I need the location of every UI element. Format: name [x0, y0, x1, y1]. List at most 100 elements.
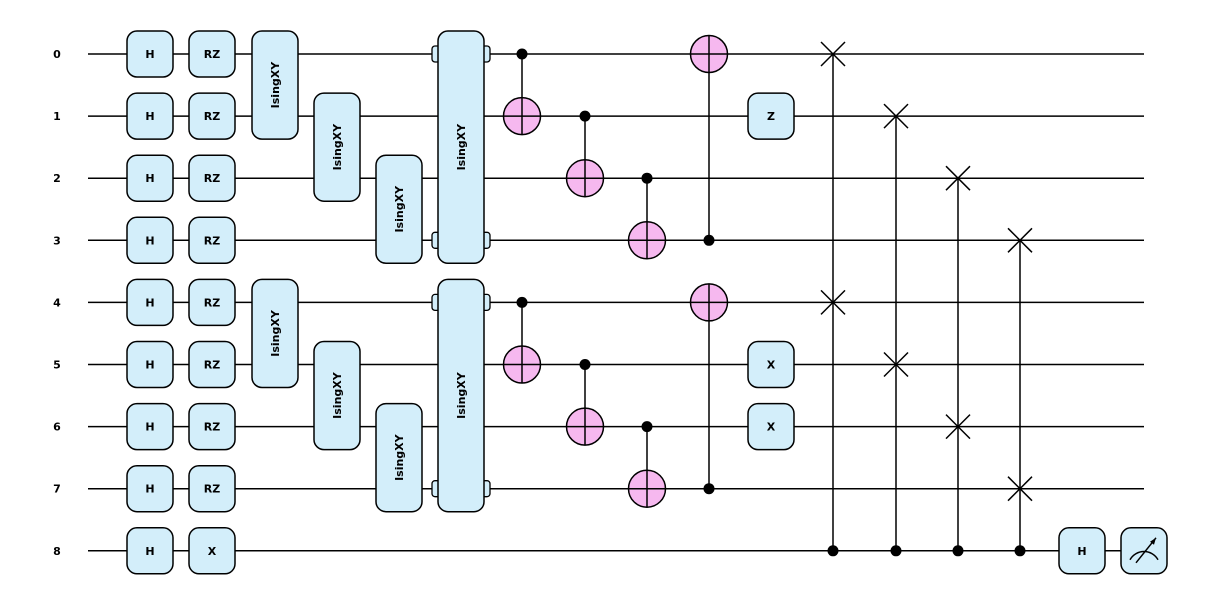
gate-label: RZ: [204, 483, 220, 496]
gate-label: H: [1077, 545, 1086, 558]
gate-label: IsingXY: [269, 309, 282, 357]
gate-label: H: [145, 483, 154, 496]
gate-isingxy-op: IsingXY: [375, 154, 423, 265]
wire-label-3: 3: [53, 234, 61, 247]
wire-label-8: 8: [53, 545, 61, 558]
gate-rz-op: RZ: [188, 154, 236, 202]
gate-box: [188, 92, 236, 140]
measure-op: [1120, 527, 1168, 575]
wire-label-1: 1: [53, 110, 61, 123]
gate-box: [188, 340, 236, 389]
gate-box: [747, 92, 795, 140]
gate-box: [126, 527, 174, 575]
gate-rz-op: RZ: [188, 216, 236, 265]
gate-label: H: [145, 545, 154, 558]
gate-h-op: H: [126, 527, 174, 575]
gate-box: [251, 30, 299, 140]
cnot-op: [689, 34, 729, 246]
control-dot: [827, 545, 839, 557]
control-dot: [516, 48, 528, 60]
gate-isingxy-op: IsingXY: [375, 402, 423, 513]
control-dot: [703, 234, 715, 246]
gate-box: [251, 278, 299, 389]
cnot-op: [565, 110, 605, 198]
gate-isingxy-op: IsingXY: [431, 278, 491, 513]
cswap-op: [820, 41, 846, 557]
gate-h-op: H: [126, 340, 174, 389]
wire-label-2: 2: [53, 172, 61, 185]
cswap-op: [945, 165, 971, 557]
gate-label: H: [145, 359, 154, 372]
wires-layer: [88, 53, 1144, 552]
gate-x-op: X: [747, 402, 795, 451]
swap-x-icon: [1007, 476, 1033, 502]
gate-label: X: [208, 545, 217, 558]
swap-x-icon: [883, 351, 909, 378]
gate-x-op: X: [188, 527, 236, 575]
gate-label: IsingXY: [331, 371, 344, 419]
gate-label: RZ: [204, 421, 220, 434]
gate-box: [313, 340, 361, 451]
cnot-op: [627, 421, 667, 508]
control-dot: [1014, 545, 1026, 557]
swap-x-icon: [883, 103, 909, 129]
gate-rz-op: RZ: [188, 340, 236, 389]
gate-box: [126, 402, 174, 451]
cswap-op: [1007, 227, 1033, 557]
gate-rz-op: RZ: [188, 464, 236, 513]
gate-isingxy-op: IsingXY: [313, 92, 361, 202]
cnot-op: [502, 48, 542, 136]
gate-box: [375, 402, 423, 513]
wire-label-6: 6: [53, 421, 61, 434]
control-dot: [703, 483, 715, 495]
gate-label: RZ: [204, 234, 220, 247]
control-dot: [641, 421, 653, 433]
gate-isingxy-op: IsingXY: [431, 30, 491, 265]
gate-box: [188, 216, 236, 265]
gate-label: Z: [767, 110, 775, 123]
gate-h-op: H: [126, 92, 174, 140]
gate-rz-op: RZ: [188, 92, 236, 140]
gate-box: [126, 464, 174, 513]
gate-box: [126, 154, 174, 202]
gate-label: H: [145, 172, 154, 185]
swap-x-icon: [945, 165, 971, 191]
gate-label: RZ: [204, 110, 220, 123]
swap-x-icon: [820, 41, 846, 67]
control-dot: [516, 296, 528, 308]
gate-label: RZ: [204, 48, 220, 61]
gate-label: RZ: [204, 359, 220, 372]
gate-h-op: H: [126, 402, 174, 451]
swap-x-icon: [820, 289, 846, 315]
gate-label: H: [145, 110, 154, 123]
gate-label: H: [145, 234, 154, 247]
gate-box: [126, 340, 174, 389]
cnot-op: [565, 359, 605, 446]
gate-label: H: [145, 48, 154, 61]
measure-needle-arrow: [1150, 537, 1156, 545]
gate-h-op: H: [1058, 527, 1106, 575]
gate-rz-op: RZ: [188, 402, 236, 451]
gate-box: [747, 340, 795, 389]
cnot-op: [689, 283, 729, 495]
gate-rz-op: RZ: [188, 278, 236, 327]
wire-label-7: 7: [53, 483, 61, 496]
control-dot: [952, 545, 964, 557]
operations-layer: HHHHHHHHHRZRZRZRZRZRZRZRZXIsingXYIsingXY…: [126, 30, 1168, 575]
gate-box: [375, 154, 423, 265]
gate-h-op: H: [126, 216, 174, 265]
gate-isingxy-op: IsingXY: [313, 340, 361, 451]
gate-box: [188, 30, 236, 78]
wire-label-0: 0: [53, 48, 61, 61]
cswap-op: [883, 103, 909, 557]
gate-z-op: Z: [747, 92, 795, 140]
control-dot: [579, 359, 591, 370]
gate-label: IsingXY: [269, 61, 282, 109]
gate-box: [126, 278, 174, 327]
gate-label: IsingXY: [393, 185, 406, 233]
gate-x-op: X: [747, 340, 795, 389]
gate-h-op: H: [126, 30, 174, 78]
cnot-op: [627, 172, 667, 260]
